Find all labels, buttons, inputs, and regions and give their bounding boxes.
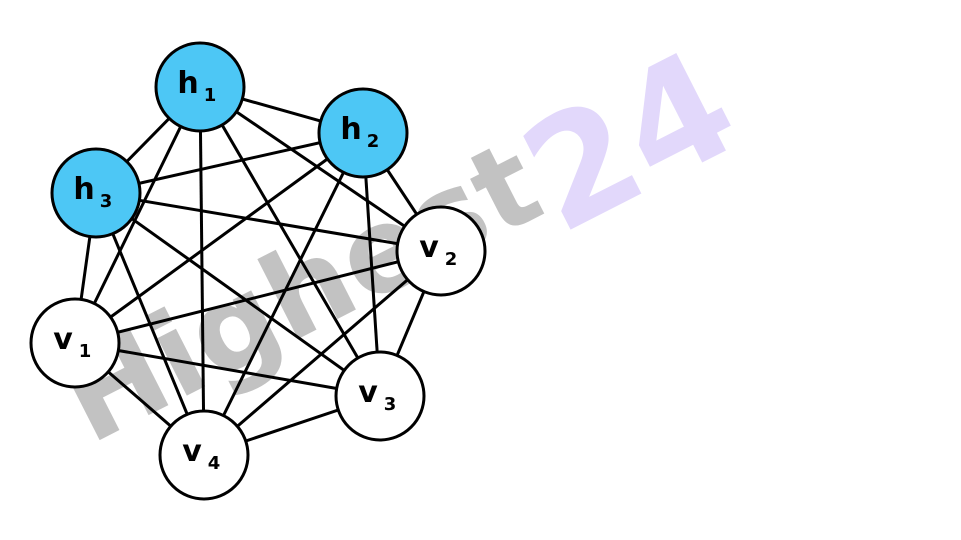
edges: [73, 85, 443, 457]
node-v1-subscript: 1: [79, 341, 92, 362]
edge-v1-v3: [74, 341, 381, 398]
node-v2-subscript: 2: [445, 249, 458, 270]
node-v3-subscript: 3: [384, 394, 397, 415]
node-h3-circle: [50, 147, 142, 239]
node-h1-circle: [154, 41, 246, 133]
edge-v1-v2: [74, 249, 442, 345]
node-v2-circle: [395, 205, 487, 297]
node-h2-circle: [317, 87, 409, 179]
edge-h1-v2: [199, 85, 442, 253]
edge-h2-v4: [202, 132, 365, 456]
edge-h3-v2: [95, 191, 442, 253]
node-v4-subscript: 4: [208, 453, 221, 474]
edge-h1-v4: [198, 86, 206, 456]
node-v4-circle: [158, 409, 250, 501]
node-v3-circle: [334, 350, 426, 442]
edge-h1-v3: [198, 86, 382, 397]
edge-h3-v3: [95, 191, 381, 398]
edge-h2-h3: [95, 131, 364, 195]
node-v3-label: v: [358, 375, 378, 410]
node-h2-label: h: [340, 112, 361, 147]
edge-v2-v4: [203, 249, 442, 457]
node-v1-circle: [29, 297, 121, 389]
edge-h1-v1: [73, 86, 202, 344]
node-h1-label: h: [177, 66, 198, 101]
node-h3-subscript: 3: [100, 191, 113, 212]
node-h2-subscript: 2: [367, 131, 380, 152]
node-v1-label: v: [53, 322, 73, 357]
node-h3-label: h: [73, 172, 94, 207]
edge-h2-v1: [74, 131, 364, 345]
node-v4-label: v: [182, 434, 202, 469]
node-h1-subscript: 1: [204, 85, 217, 106]
node-v2-label: v: [419, 230, 439, 265]
